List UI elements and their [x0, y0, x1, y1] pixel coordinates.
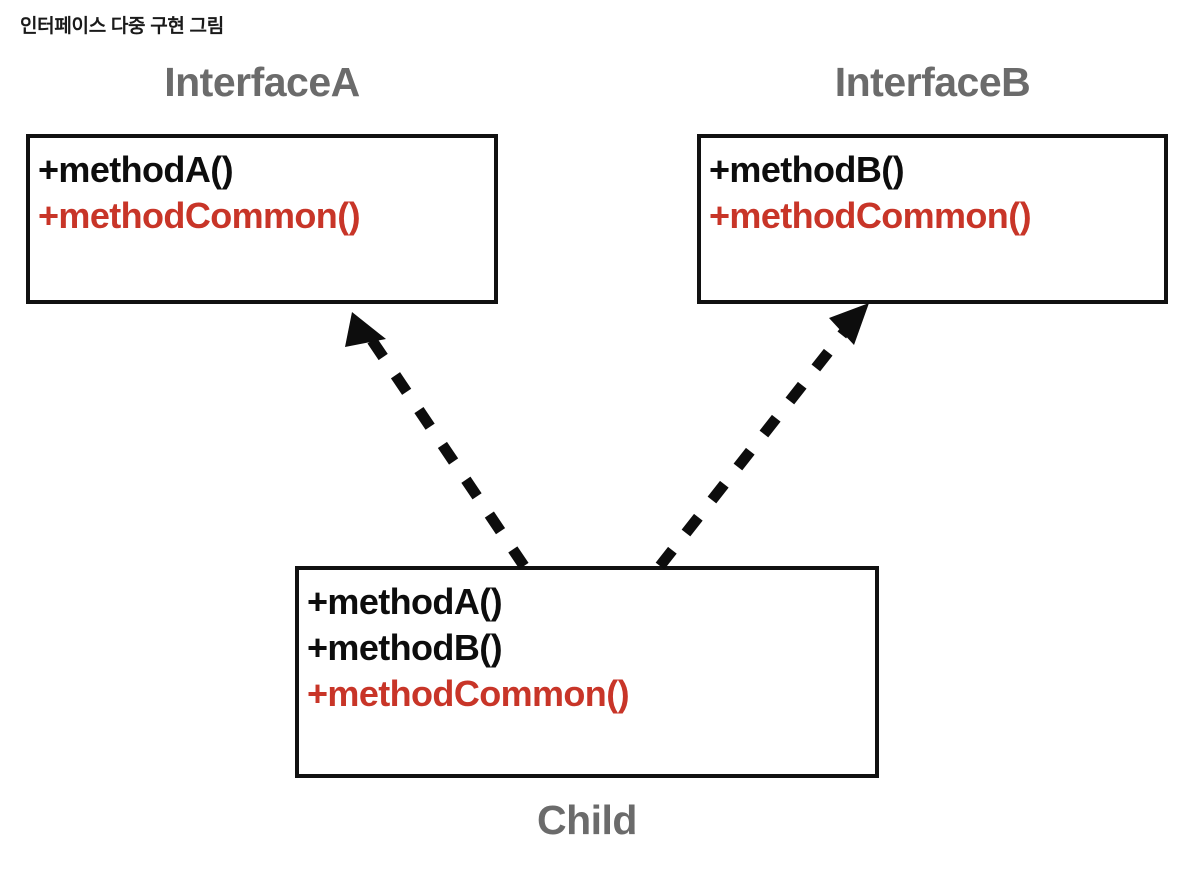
class-title-interface-b: InterfaceB — [834, 59, 1031, 105]
realization-line-b — [655, 318, 857, 570]
class-box-interface-b[interactable]: +methodB() +methodCommon() — [697, 134, 1168, 304]
class-box-child[interactable]: +methodA() +methodB() +methodCommon() — [295, 566, 879, 778]
realization-line-a — [360, 326, 529, 570]
class-box-interface-a[interactable]: +methodA() +methodCommon() — [26, 134, 498, 304]
member-interface-b-0: +methodB() — [709, 149, 905, 190]
relationship-child-implements-interface-a — [345, 312, 529, 570]
class-title-interface-a: InterfaceA — [164, 59, 360, 105]
member-child-1: +methodB() — [307, 627, 503, 669]
member-list-child: +methodA() +methodB() +methodCommon() — [299, 570, 875, 717]
diagram-caption: 인터페이스 다중 구현 그림 — [20, 16, 224, 37]
member-list-interface-a: +methodA() +methodCommon() — [30, 138, 494, 239]
member-list-interface-b: +methodB() +methodCommon() — [701, 138, 1164, 239]
filled-triangle-arrowhead-b — [829, 303, 869, 345]
member-interface-b-1: +methodCommon() — [709, 195, 1032, 237]
member-interface-a-0: +methodA() — [38, 149, 234, 190]
filled-triangle-arrowhead-a — [345, 312, 386, 347]
member-child-2: +methodCommon() — [307, 673, 630, 715]
member-interface-a-1: +methodCommon() — [38, 195, 361, 237]
member-child-0: +methodA() — [307, 581, 503, 622]
relationship-child-implements-interface-b — [655, 303, 869, 570]
class-title-child: Child — [537, 797, 637, 843]
